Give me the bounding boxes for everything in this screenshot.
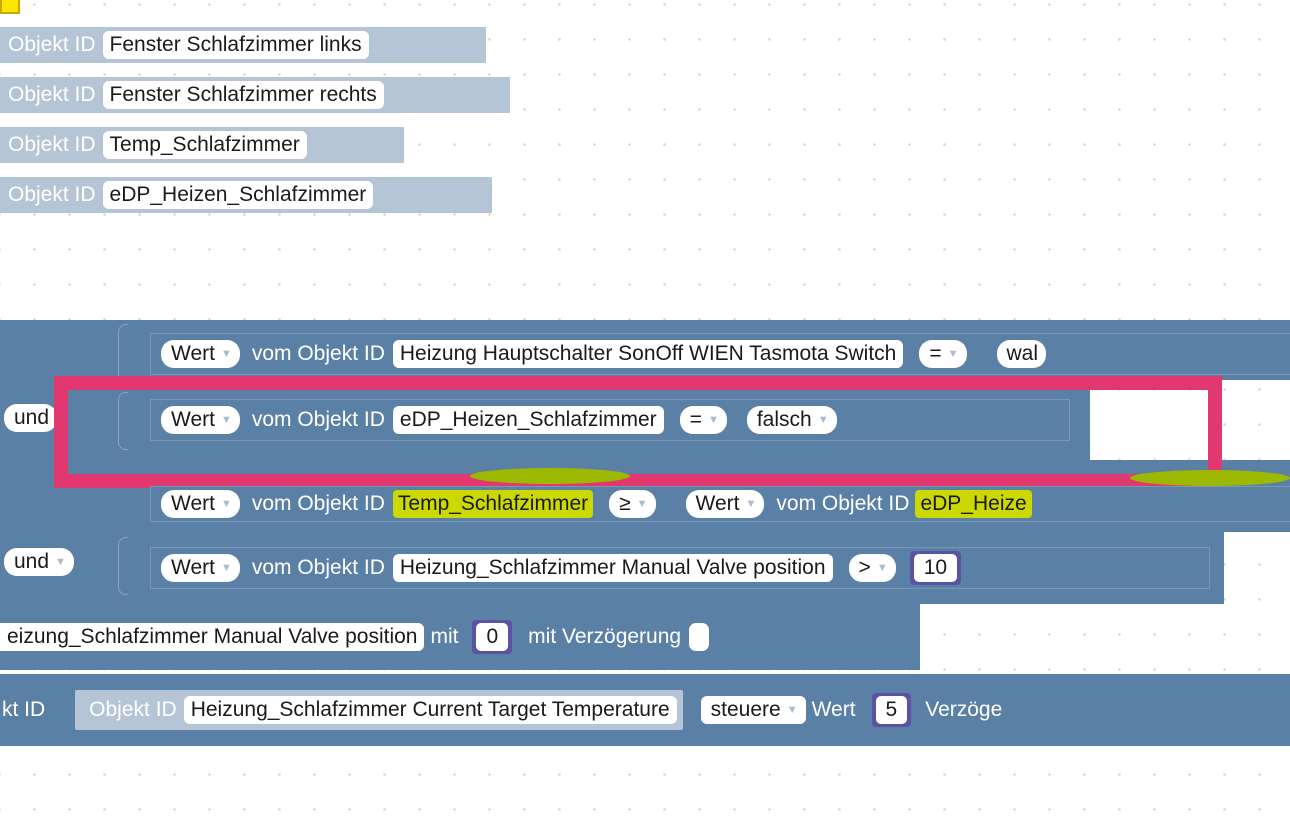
wert-dropdown[interactable]: Wert▼ [161,406,240,434]
und-dropdown[interactable]: und [4,404,58,432]
object-id-label: Objekt ID [8,83,96,106]
chevron-down-icon: ▼ [707,414,719,426]
chevron-down-icon: ▼ [745,498,757,510]
input-notch [118,392,128,450]
object-id-field[interactable]: Fenster Schlafzimmer rechts [102,81,384,109]
und-dropdown[interactable]: und▼ [4,548,74,576]
operator-dropdown[interactable]: >▼ [848,554,896,582]
wert-dropdown[interactable]: Wert▼ [161,554,240,582]
vom-objekt-label: vom Objekt ID [251,342,385,365]
set-value-statement[interactable]: eizung_Schlafzimmer Manual Valve positio… [0,604,920,670]
chevron-down-icon: ▼ [55,556,66,568]
object-id-label: Objekt ID [8,33,96,56]
chevron-down-icon: ▼ [220,348,232,360]
control-statement[interactable]: kt ID Objekt ID Heizung_Schlafzimmer Cur… [0,674,1290,746]
highlight-squiggle [1130,470,1290,486]
wert-dropdown[interactable]: Wert▼ [161,490,240,518]
condition-4[interactable]: Wert▼ vom Objekt ID Heizung_Schlafzimmer… [150,547,1210,589]
number-field[interactable]: 10 [913,554,958,582]
operator-dropdown[interactable]: =▼ [679,406,727,434]
wert-label: Wert [811,698,856,721]
chevron-down-icon: ▼ [876,562,888,574]
input-notch [118,537,128,595]
yellow-marker [0,0,20,14]
number-block[interactable]: 10 [909,551,962,585]
chevron-down-icon: ▼ [220,498,232,510]
vom-objekt-label: vom Objekt ID [251,408,385,431]
object-field[interactable]: eizung_Schlafzimmer Manual Valve positio… [0,623,425,651]
wert-dropdown[interactable]: Wert▼ [685,490,765,518]
delay-checkbox[interactable] [689,623,710,651]
input-notch [118,324,128,384]
condition-3[interactable]: Wert▼ vom Objekt ID Temp_Schlafzimmer ≥▼… [150,486,1290,522]
object-id-field[interactable]: eDP_Heizen_Schlafzimmer [102,181,374,209]
mit-label: mit [430,625,459,648]
object-id-label: Objekt ID [8,133,96,156]
chevron-down-icon: ▼ [220,414,232,426]
highlight-box [54,376,1222,488]
value-dropdown[interactable]: falsch▼ [746,406,837,434]
value-dropdown[interactable]: wal [996,340,1047,368]
vom-objekt-label: vom Objekt ID [776,492,910,515]
vom-objekt-label: vom Objekt ID [251,492,385,515]
object-field[interactable]: Heizung Hauptschalter SonOff WIEN Tasmot… [392,340,904,368]
number-block[interactable]: 5 [871,693,912,727]
object-id-label: Objekt ID [89,698,177,721]
highlight-squiggle [470,468,630,484]
number-field[interactable]: 5 [875,696,908,724]
condition-1[interactable]: Wert▼ vom Objekt ID Heizung Hauptschalte… [150,333,1290,375]
object-id-block[interactable]: Objekt ID Heizung_Schlafzimmer Current T… [75,690,683,730]
object-id-field[interactable]: Temp_Schlafzimmer [102,131,307,159]
object-field[interactable]: Heizung_Schlafzimmer Manual Valve positi… [392,554,833,582]
vom-objekt-label: vom Objekt ID [251,556,385,579]
condition-2[interactable]: Wert▼ vom Objekt ID eDP_Heizen_Schlafzim… [150,399,1070,441]
chevron-down-icon: ▼ [947,348,959,360]
object-field-highlighted[interactable]: eDP_Heize [915,490,1032,518]
canvas-gap [1090,396,1200,454]
operator-dropdown[interactable]: ≥▼ [609,490,656,518]
chevron-down-icon: ▼ [817,414,829,426]
object-id-block-temp[interactable]: Objekt ID Temp_Schlafzimmer [0,127,404,163]
wert-dropdown[interactable]: Wert▼ [161,340,240,368]
number-block[interactable]: 0 [472,620,513,654]
mode-dropdown[interactable]: steuere▼ [700,696,806,724]
object-id-block-fenster-links[interactable]: Objekt ID Fenster Schlafzimmer links [0,27,486,63]
object-id-label: Objekt ID [8,183,96,206]
chevron-down-icon: ▼ [636,498,648,510]
object-id-field[interactable]: Fenster Schlafzimmer links [102,31,369,59]
object-id-block-fenster-rechts[interactable]: Objekt ID Fenster Schlafzimmer rechts [0,77,510,113]
number-field[interactable]: 0 [476,623,509,651]
object-field[interactable]: Heizung_Schlafzimmer Current Target Temp… [183,696,677,724]
object-field-highlighted[interactable]: Temp_Schlafzimmer [392,490,594,518]
object-id-block-edp-heizen[interactable]: Objekt ID eDP_Heizen_Schlafzimmer [0,177,492,213]
chevron-down-icon: ▼ [786,704,798,716]
object-field[interactable]: eDP_Heizen_Schlafzimmer [392,406,664,434]
delay-label: mit Verzögerung [528,625,682,648]
statement-prefix: kt ID [2,698,46,721]
chevron-down-icon: ▼ [220,562,232,574]
operator-dropdown[interactable]: =▼ [919,340,967,368]
delay-label: Verzöge [925,698,1003,721]
